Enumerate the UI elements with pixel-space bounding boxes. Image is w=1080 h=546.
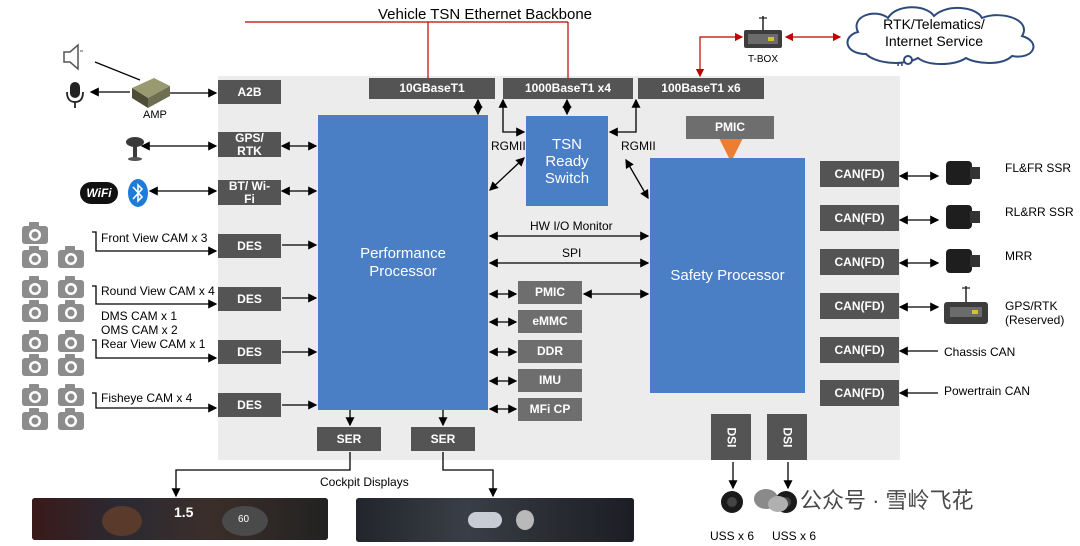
can-block-4: CAN(FD) <box>820 293 899 319</box>
mem-block-ddr: DDR <box>518 340 582 363</box>
radar-sensor-icon-2 <box>946 205 980 229</box>
car-image <box>468 512 502 528</box>
cloud-icon <box>846 6 1035 66</box>
tbox-icon <box>744 16 782 48</box>
rear-cam-label: Rear View CAM x 1 <box>101 337 206 351</box>
cloud-label: RTK/Telematics/ Internet Service <box>883 16 985 49</box>
uss-sensor-icon <box>721 491 743 513</box>
tsn-switch: TSN Ready Switch <box>526 116 608 206</box>
cockpit-display-right <box>356 498 634 542</box>
dsi-block-left: DSI <box>711 414 751 460</box>
can-block-1: CAN(FD) <box>820 161 899 187</box>
oms-cam-label: OMS CAM x 2 <box>101 323 178 337</box>
can-block-5: CAN(FD) <box>820 337 899 363</box>
port-100: 100BaseT1 x6 <box>638 78 764 99</box>
des-block-fisheye: DES <box>218 393 281 417</box>
sensor-label-powertrain: Powertrain CAN <box>944 384 1031 398</box>
microphone-icon <box>66 82 84 108</box>
dsi-label-right: DSI <box>780 426 795 448</box>
des-block-rear: DES <box>218 340 281 364</box>
safety-processor: Safety Processor <box>650 158 805 393</box>
radar-sensor-icon <box>946 161 980 185</box>
rgmii-left-label: RGMII <box>491 139 526 153</box>
uss-label-right: USS x 6 <box>772 529 817 543</box>
gps-module-icon <box>944 286 988 324</box>
dsi-label-left: DSI <box>724 426 739 448</box>
camera-icons <box>22 222 84 430</box>
cockpit-displays-label: Cockpit Displays <box>320 475 409 489</box>
amp-label: AMP <box>143 109 167 121</box>
speaker-icon <box>63 43 83 71</box>
des-block-round: DES <box>218 287 281 311</box>
port-10g: 10GBaseT1 <box>369 78 495 99</box>
gps-antenna-icon <box>126 137 144 161</box>
hw-io-monitor-label: HW I/O Monitor <box>530 219 613 233</box>
watermark-text: 公众号 · 雪岭飞花 <box>800 488 974 513</box>
tbox-label: T-BOX <box>748 54 779 65</box>
bluetooth-icon <box>128 179 148 207</box>
front-cam-label: Front View CAM x 3 <box>101 231 208 245</box>
sensor-label-rlrr: RL&RR SSR <box>1005 205 1074 219</box>
sensor-label-chassis: Chassis CAN <box>944 345 1016 359</box>
performance-processor: Performance Processor <box>318 115 488 410</box>
gauge-right <box>222 506 268 536</box>
bt-wifi-block: BT/ Wi-Fi <box>218 179 281 205</box>
cockpit-display-left: 1.5 60 <box>32 498 328 540</box>
mem-block-imu: IMU <box>518 369 582 392</box>
amp-icon <box>132 78 170 108</box>
uss-label-left: USS x 6 <box>710 529 755 543</box>
dms-cam-label: DMS CAM x 1 <box>101 309 178 323</box>
port-1000: 1000BaseT1 x4 <box>503 78 633 99</box>
wifi-icon: WiFi <box>80 182 118 204</box>
ser-block-right: SER <box>411 427 475 451</box>
mem-block-emmc: eMMC <box>518 310 582 333</box>
spi-label: SPI <box>562 246 582 260</box>
can-block-6: CAN(FD) <box>820 380 899 406</box>
radar-sensor-icon-3 <box>946 249 980 273</box>
can-block-3: CAN(FD) <box>820 249 899 275</box>
fisheye-cam-label: Fisheye CAM x 4 <box>101 391 193 405</box>
display-speed: 1.5 <box>174 504 194 520</box>
dsi-block-right: DSI <box>767 414 807 460</box>
round-cam-label: Round View CAM x 4 <box>101 284 215 298</box>
display-gauge-value: 60 <box>238 514 250 525</box>
mem-block-mfi: MFi CP <box>518 398 582 421</box>
gauge-left <box>102 506 142 536</box>
gps-rtk-block: GPS/ RTK <box>218 131 281 157</box>
wechat-logo-icon <box>754 489 788 512</box>
des-block-front: DES <box>218 234 281 258</box>
sensor-label-mrr: MRR <box>1005 249 1033 263</box>
mem-block-pmic: PMIC <box>518 281 582 304</box>
sensor-label-gps: GPS/RTK (Reserved) <box>1005 299 1065 327</box>
camera-icon <box>22 222 48 244</box>
backbone-title: Vehicle TSN Ethernet Backbone <box>378 6 593 23</box>
rgmii-right-label: RGMII <box>621 139 656 153</box>
sensor-label-flfr: FL&FR SSR <box>1005 161 1072 175</box>
ser-block-left: SER <box>317 427 381 451</box>
pmic-safety: PMIC <box>686 116 774 139</box>
feature-icon <box>516 510 534 530</box>
can-block-2: CAN(FD) <box>820 205 899 231</box>
a2b-block: A2B <box>218 80 281 104</box>
